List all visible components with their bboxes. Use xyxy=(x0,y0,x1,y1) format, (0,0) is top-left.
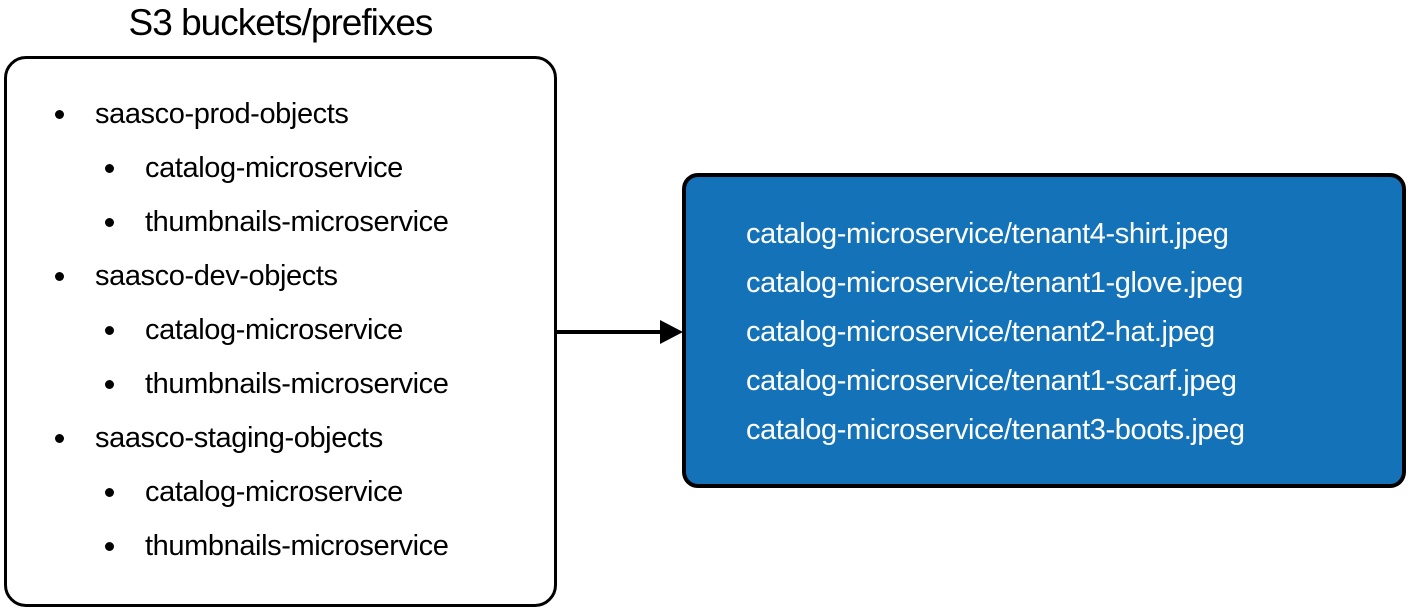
prefix-label: catalog-microservice xyxy=(145,475,403,508)
prefix-item: catalog-microservice xyxy=(7,303,554,357)
bucket-label: saasco-prod-objects xyxy=(95,97,349,130)
bucket-item: saasco-dev-objects xyxy=(7,249,554,303)
prefix-label: thumbnails-microservice xyxy=(145,367,449,400)
diagram-title: S3 buckets/prefixes xyxy=(128,2,434,43)
object-keys-panel: catalog-microservice/tenant4-shirt.jpeg … xyxy=(682,173,1406,488)
prefix-item: catalog-microservice xyxy=(7,465,554,519)
bullet-icon xyxy=(55,109,64,119)
prefix-label: thumbnails-microservice xyxy=(145,529,449,562)
prefix-label: catalog-microservice xyxy=(145,151,403,184)
bucket-label: saasco-dev-objects xyxy=(95,259,338,292)
arrow-right-icon xyxy=(556,320,683,344)
prefix-item: catalog-microservice xyxy=(7,141,554,195)
bullet-icon xyxy=(105,541,114,551)
object-key: catalog-microservice/tenant3-boots.jpeg xyxy=(746,414,1245,446)
bucket-item: saasco-prod-objects xyxy=(7,87,554,141)
bucket-item: saasco-staging-objects xyxy=(7,411,554,465)
object-key: catalog-microservice/tenant1-scarf.jpeg xyxy=(746,365,1237,397)
prefix-item: thumbnails-microservice xyxy=(7,519,554,573)
prefix-label: thumbnails-microservice xyxy=(145,205,449,238)
bullet-icon xyxy=(55,433,64,443)
s3-buckets-panel: saasco-prod-objects catalog-microservice… xyxy=(4,56,557,607)
bullet-icon xyxy=(105,163,114,173)
object-key: catalog-microservice/tenant2-hat.jpeg xyxy=(746,316,1215,348)
prefix-item: thumbnails-microservice xyxy=(7,357,554,411)
bullet-icon xyxy=(55,271,64,281)
object-key: catalog-microservice/tenant1-glove.jpeg xyxy=(746,267,1243,299)
bullet-icon xyxy=(105,487,114,497)
object-key: catalog-microservice/tenant4-shirt.jpeg xyxy=(746,218,1229,250)
bullet-icon xyxy=(105,325,114,335)
bucket-label: saasco-staging-objects xyxy=(95,421,383,454)
bullet-icon xyxy=(105,379,114,389)
prefix-label: catalog-microservice xyxy=(145,313,403,346)
prefix-item: thumbnails-microservice xyxy=(7,195,554,249)
bullet-icon xyxy=(105,217,114,227)
